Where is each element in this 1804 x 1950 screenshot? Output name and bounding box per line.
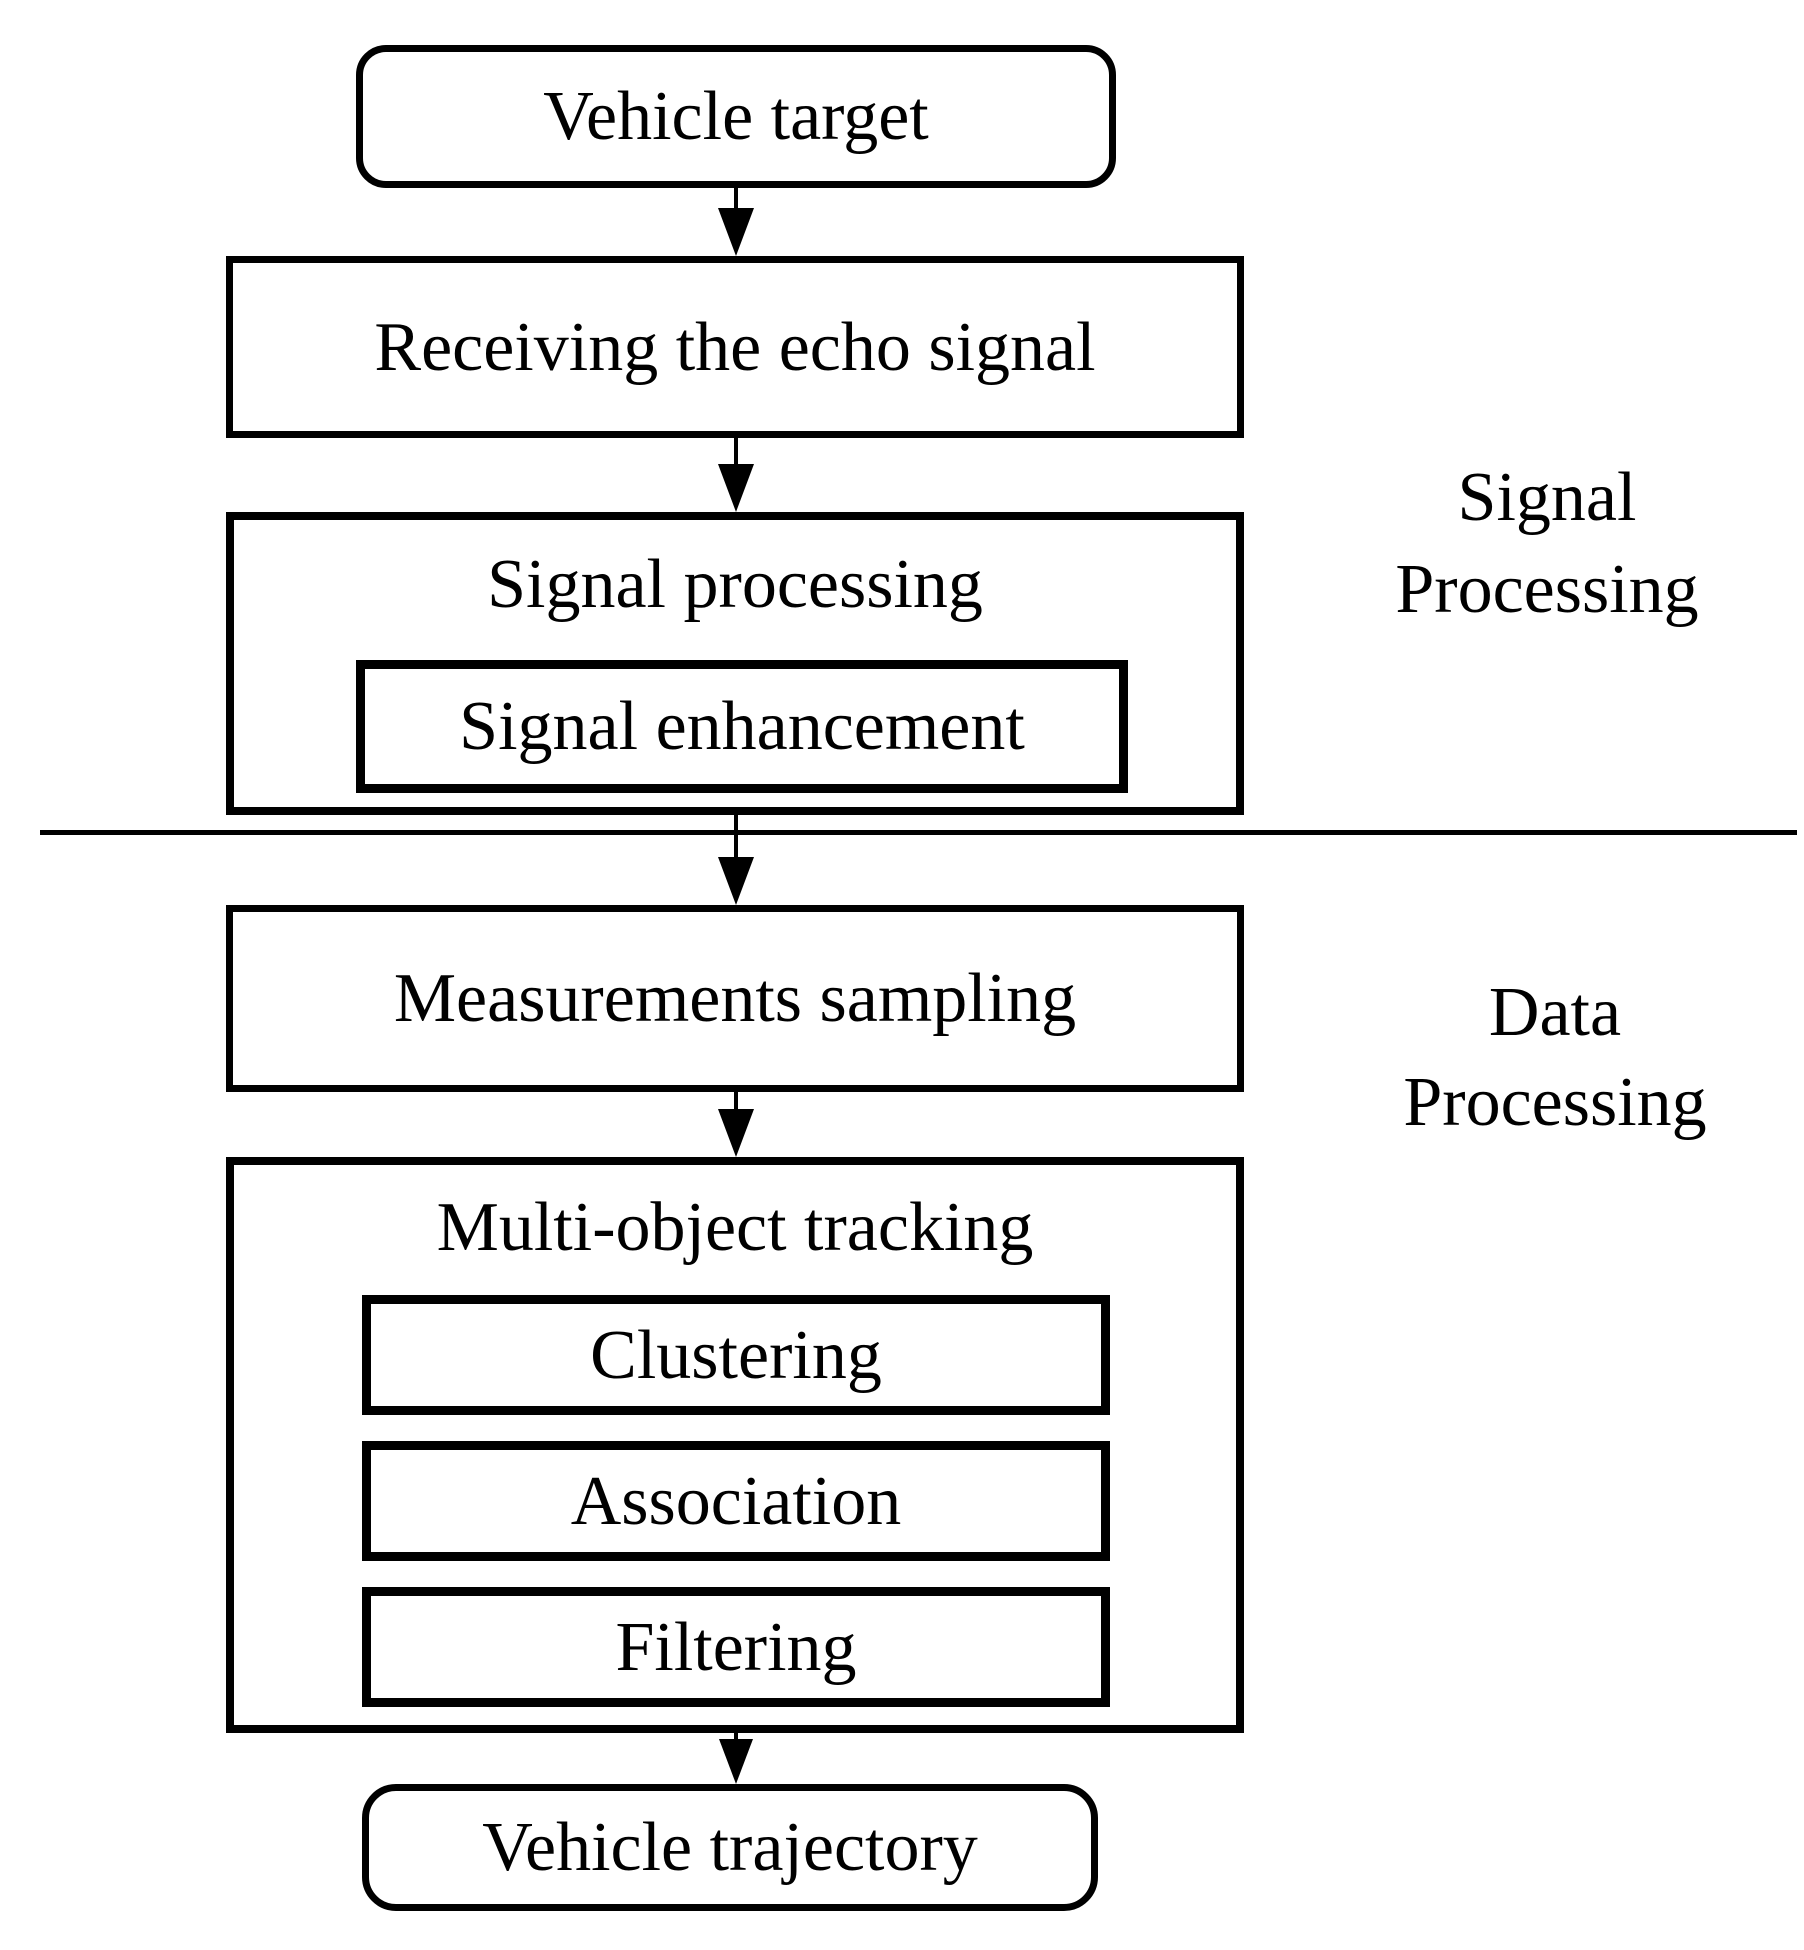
node-measurements-sampling: Measurements sampling xyxy=(226,905,1244,1092)
node-vehicle-target: Vehicle target xyxy=(356,45,1116,188)
section-label-signal-processing: Signal Processing xyxy=(1287,452,1804,636)
flow-arrow-4 xyxy=(718,1092,754,1157)
node-vehicle-trajectory-label: Vehicle trajectory xyxy=(482,1809,978,1886)
node-vehicle-target-label: Vehicle target xyxy=(543,78,929,155)
section-label-signal-processing-line1: Signal xyxy=(1457,459,1637,536)
container-multi-object-tracking-title: Multi-object tracking xyxy=(436,1189,1034,1266)
node-association-label: Association xyxy=(570,1462,902,1540)
flow-arrow-3 xyxy=(718,815,754,905)
container-signal-processing-title: Signal processing xyxy=(487,546,983,623)
flow-arrow-5 xyxy=(719,1733,753,1784)
flow-arrow-1 xyxy=(718,188,754,256)
section-label-data-processing: Data Processing xyxy=(1295,968,1804,1148)
node-receiving-echo-signal-label: Receiving the echo signal xyxy=(374,308,1096,386)
node-filtering-label: Filtering xyxy=(615,1608,857,1686)
section-label-signal-processing-line2: Processing xyxy=(1395,551,1699,628)
node-association: Association xyxy=(362,1441,1110,1561)
node-measurements-sampling-label: Measurements sampling xyxy=(393,960,1077,1037)
node-signal-enhancement: Signal enhancement xyxy=(356,660,1128,793)
node-vehicle-trajectory: Vehicle trajectory xyxy=(362,1784,1098,1911)
node-signal-enhancement-label: Signal enhancement xyxy=(459,688,1025,765)
flow-arrow-2 xyxy=(718,438,754,512)
node-filtering: Filtering xyxy=(362,1587,1110,1707)
node-receiving-echo-signal: Receiving the echo signal xyxy=(226,256,1244,438)
node-clustering: Clustering xyxy=(362,1295,1110,1415)
section-divider xyxy=(40,830,1797,835)
section-label-data-processing-line2: Processing xyxy=(1403,1064,1707,1141)
section-label-data-processing-line1: Data xyxy=(1488,974,1622,1051)
node-clustering-label: Clustering xyxy=(590,1316,882,1394)
